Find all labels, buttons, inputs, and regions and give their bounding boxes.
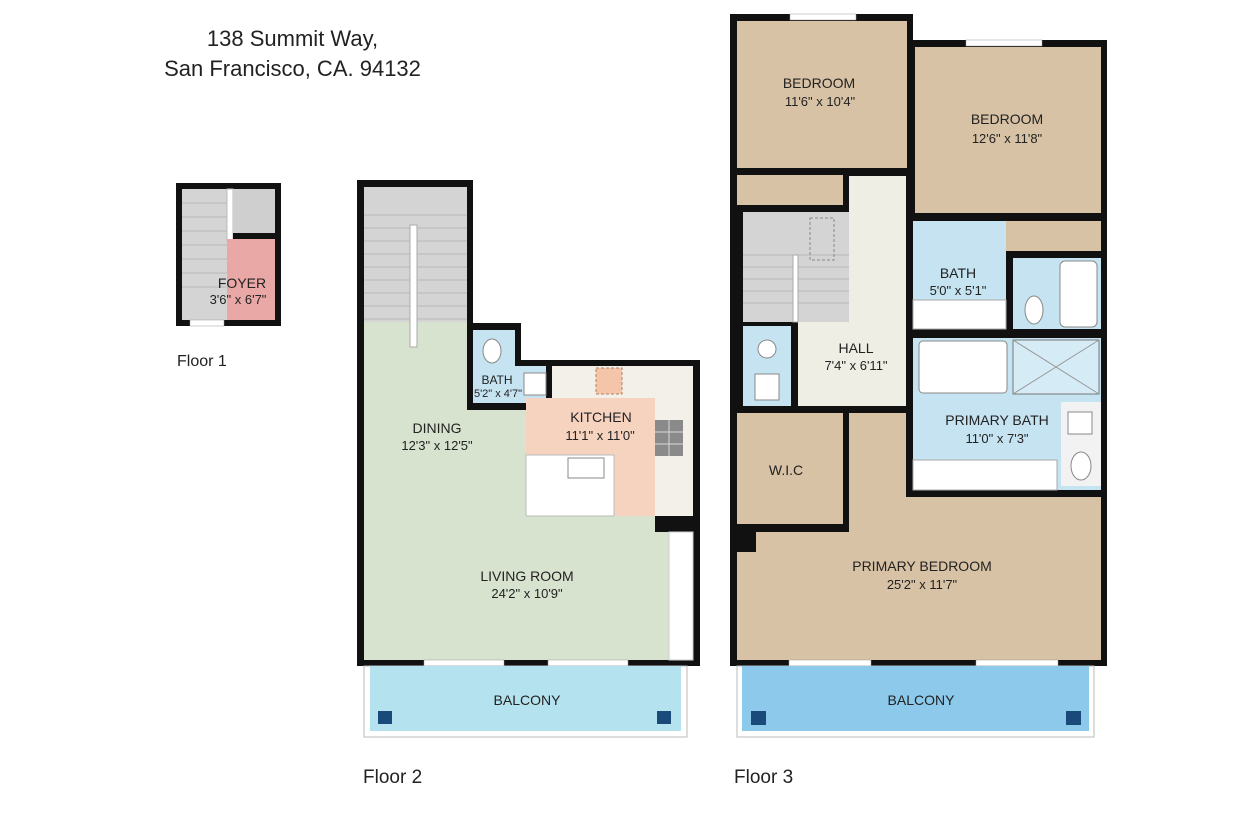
foyer-size: 3'6" x 6'7" (210, 292, 267, 307)
foyer-room (227, 239, 275, 320)
bedroom-1 (737, 21, 907, 168)
balcony-3-label: BALCONY (888, 692, 956, 708)
bedroom-1-label: BEDROOM (783, 75, 855, 91)
bedroom-1-size: 11'6" x 10'4" (785, 94, 856, 109)
floor-1-label: Floor 1 (177, 353, 227, 370)
hall-label: HALL (838, 340, 873, 356)
bedroom-2-label: BEDROOM (971, 111, 1043, 127)
kitchen-label: KITCHEN (570, 409, 631, 425)
balcony-floor-2 (370, 666, 681, 731)
primary-bedroom-label: PRIMARY BEDROOM (852, 558, 992, 574)
address: 138 Summit Way, San Francisco, CA. 94132 (140, 24, 445, 84)
dining-size: 12'3" x 12'5" (401, 438, 473, 453)
floor-1-plan: FOYER 3'6" x 6'7" (176, 183, 281, 327)
address-line-2: San Francisco, CA. 94132 (164, 56, 421, 81)
bath-3-label: BATH (940, 265, 976, 281)
bath-label: BATH (481, 373, 512, 387)
dining-label: DINING (413, 420, 462, 436)
floor-3-label: Floor 3 (734, 767, 793, 788)
floor-2-label: Floor 2 (363, 767, 422, 788)
living-room-size: 24'2" x 10'9" (491, 586, 563, 601)
bath-size: 5'2" x 4'7" (474, 388, 522, 400)
primary-bath-label: PRIMARY BATH (945, 412, 1048, 428)
kitchen-size: 11'1" x 11'0" (565, 428, 635, 443)
bedroom-2-size: 12'6" x 11'8" (972, 131, 1043, 146)
foyer-label: FOYER (218, 275, 266, 291)
primary-bedroom-size: 25'2" x 11'7" (887, 577, 958, 592)
hall (849, 176, 906, 406)
primary-bath-size: 11'0" x 7'3" (965, 431, 1028, 446)
balcony-floor-3 (742, 666, 1089, 731)
primary-bedroom (737, 413, 1101, 660)
bath-3-size: 5'0" x 5'1" (930, 283, 987, 298)
floor-2-plan: BATH 5'2" x 4'7" KITCHEN 11'1" x 11'0" D… (357, 180, 700, 738)
bedroom-2 (915, 47, 1101, 213)
hall-size: 7'4" x 6'11" (824, 358, 887, 373)
address-line-1: 138 Summit Way, (206, 26, 379, 51)
wic-label: W.I.C (769, 462, 803, 478)
floor-3-plan: BEDROOM 11'6" x 10'4" BEDROOM 12'6" x 11… (730, 13, 1107, 738)
living-room-label: LIVING ROOM (480, 568, 573, 584)
living-dining-room (364, 322, 669, 660)
stairs (182, 189, 227, 320)
balcony-2-label: BALCONY (494, 692, 562, 708)
walk-in-closet (737, 413, 843, 524)
